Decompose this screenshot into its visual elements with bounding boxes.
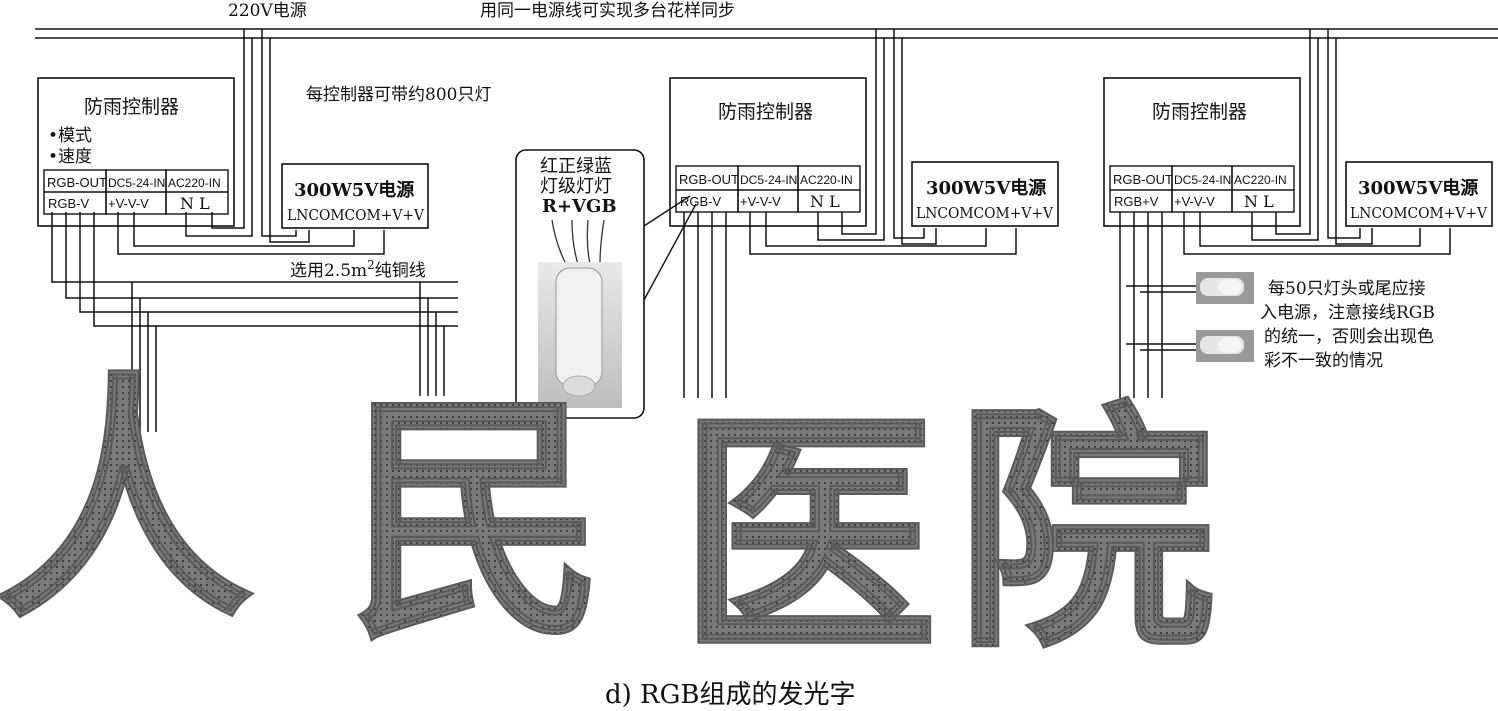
bus-drops: [185, 29, 1373, 245]
mode-label: •模式: [48, 126, 92, 146]
psu-terms: LNCOMCOM+V+V: [287, 206, 425, 224]
header-ac: AC220-IN: [800, 173, 853, 187]
dc-wires: [117, 212, 1451, 255]
power-label: 220V电源: [228, 1, 307, 21]
terms-rgb: RGB+V: [1114, 194, 1159, 209]
controller-1: 防雨控制器 •模式 •速度 RGB-OUT DC5-24-IN AC220-IN…: [37, 77, 235, 227]
right-note-line: 每50只灯头或尾应接: [1268, 279, 1426, 299]
wire-note-suffix: 纯铜线: [375, 261, 426, 281]
header-rgb-out: RGB-OUT: [679, 172, 739, 187]
speed-label: •速度: [48, 147, 92, 167]
right-note: 每50只灯头或尾应接 入电源，注意接线RGB 的统一，否则会出现色 彩不一致的情…: [1260, 279, 1435, 371]
right-note-line: 入电源，注意接线RGB: [1260, 303, 1435, 323]
terms-rgb: RGB-V: [680, 194, 722, 209]
wire-note-prefix: 选用2.5m: [290, 261, 367, 281]
led-node-2: [1196, 330, 1254, 362]
wire-note-text: 选用2.5m2纯铜线: [290, 258, 426, 281]
right-note-line: 的统一，否则会出现色: [1264, 327, 1434, 347]
header-dc: DC5-24-IN: [108, 176, 165, 190]
header-dc: DC5-24-IN: [740, 173, 797, 187]
capacity-note: 每控制器可带约800只灯: [306, 85, 491, 105]
led-callout: 红正绿蓝 灯级灯灯 R+VGB: [515, 149, 697, 419]
big-char-1: 人: [0, 349, 254, 654]
led-node-1: [1196, 272, 1254, 304]
psu-title: 300W5V电源: [926, 177, 1046, 199]
wire-note-sup: 2: [367, 258, 375, 272]
sync-note: 用同一电源线可实现多台花样同步: [480, 1, 735, 21]
big-char-2: 民: [346, 369, 606, 674]
controller-2: 防雨控制器 RGB-OUT DC5-24-IN AC220-IN RGB-V +…: [669, 77, 867, 227]
header-ac: AC220-IN: [168, 176, 221, 190]
rgb-harness-1: [51, 212, 458, 432]
psu-terms: LNCOMCOM+V+V: [1350, 204, 1488, 222]
terms-ac: N L: [810, 192, 840, 211]
rgb-harness-2: [683, 212, 727, 398]
big-char-4: 院: [956, 379, 1216, 684]
terms-dc: +V-V-V: [108, 196, 149, 211]
psu-3: 300W5V电源 LNCOMCOM+V+V: [1345, 161, 1493, 227]
illuminated-characters: 人 民 医 院: [0, 348, 1217, 691]
callout-line-2: 灯级灯灯: [540, 176, 612, 197]
controller-title: 防雨控制器: [718, 101, 813, 123]
wire-note: 选用2.5m2纯铜线: [290, 258, 426, 281]
terms-ac: N L: [1244, 192, 1274, 211]
right-note-line: 彩不一致的情况: [1264, 351, 1383, 371]
rgb-harness-3: [1119, 212, 1198, 398]
terms-rgb: RGB-V: [48, 196, 90, 211]
psu-terms: LNCOMCOM+V+V: [916, 204, 1054, 222]
terms-dc: +V-V-V: [740, 194, 781, 209]
figure-caption: d) RGB组成的发光字: [605, 680, 856, 710]
header-ac: AC220-IN: [1234, 173, 1287, 187]
controller-3: 防雨控制器 RGB-OUT DC5-24-IN AC220-IN RGB+V +…: [1103, 77, 1301, 227]
controller-title: 防雨控制器: [1152, 101, 1247, 123]
callout-line-1: 红正绿蓝: [540, 156, 612, 177]
header-dc: DC5-24-IN: [1174, 173, 1231, 187]
ac-bus: [35, 28, 1498, 39]
header-rgb-out: RGB-OUT: [47, 175, 107, 190]
psu-2: 300W5V电源 LNCOMCOM+V+V: [911, 161, 1059, 227]
big-char-3: 医: [678, 385, 938, 690]
header-rgb-out: RGB-OUT: [1113, 172, 1173, 187]
terms-ac: N L: [180, 194, 210, 213]
controller-title: 防雨控制器: [84, 96, 179, 118]
psu-title: 300W5V电源: [294, 179, 414, 201]
psu-1: 300W5V电源 LNCOMCOM+V+V: [281, 163, 429, 229]
callout-line-3: R+VGB: [542, 196, 617, 217]
psu-title: 300W5V电源: [1358, 177, 1478, 199]
terms-dc: +V-V-V: [1174, 194, 1215, 209]
